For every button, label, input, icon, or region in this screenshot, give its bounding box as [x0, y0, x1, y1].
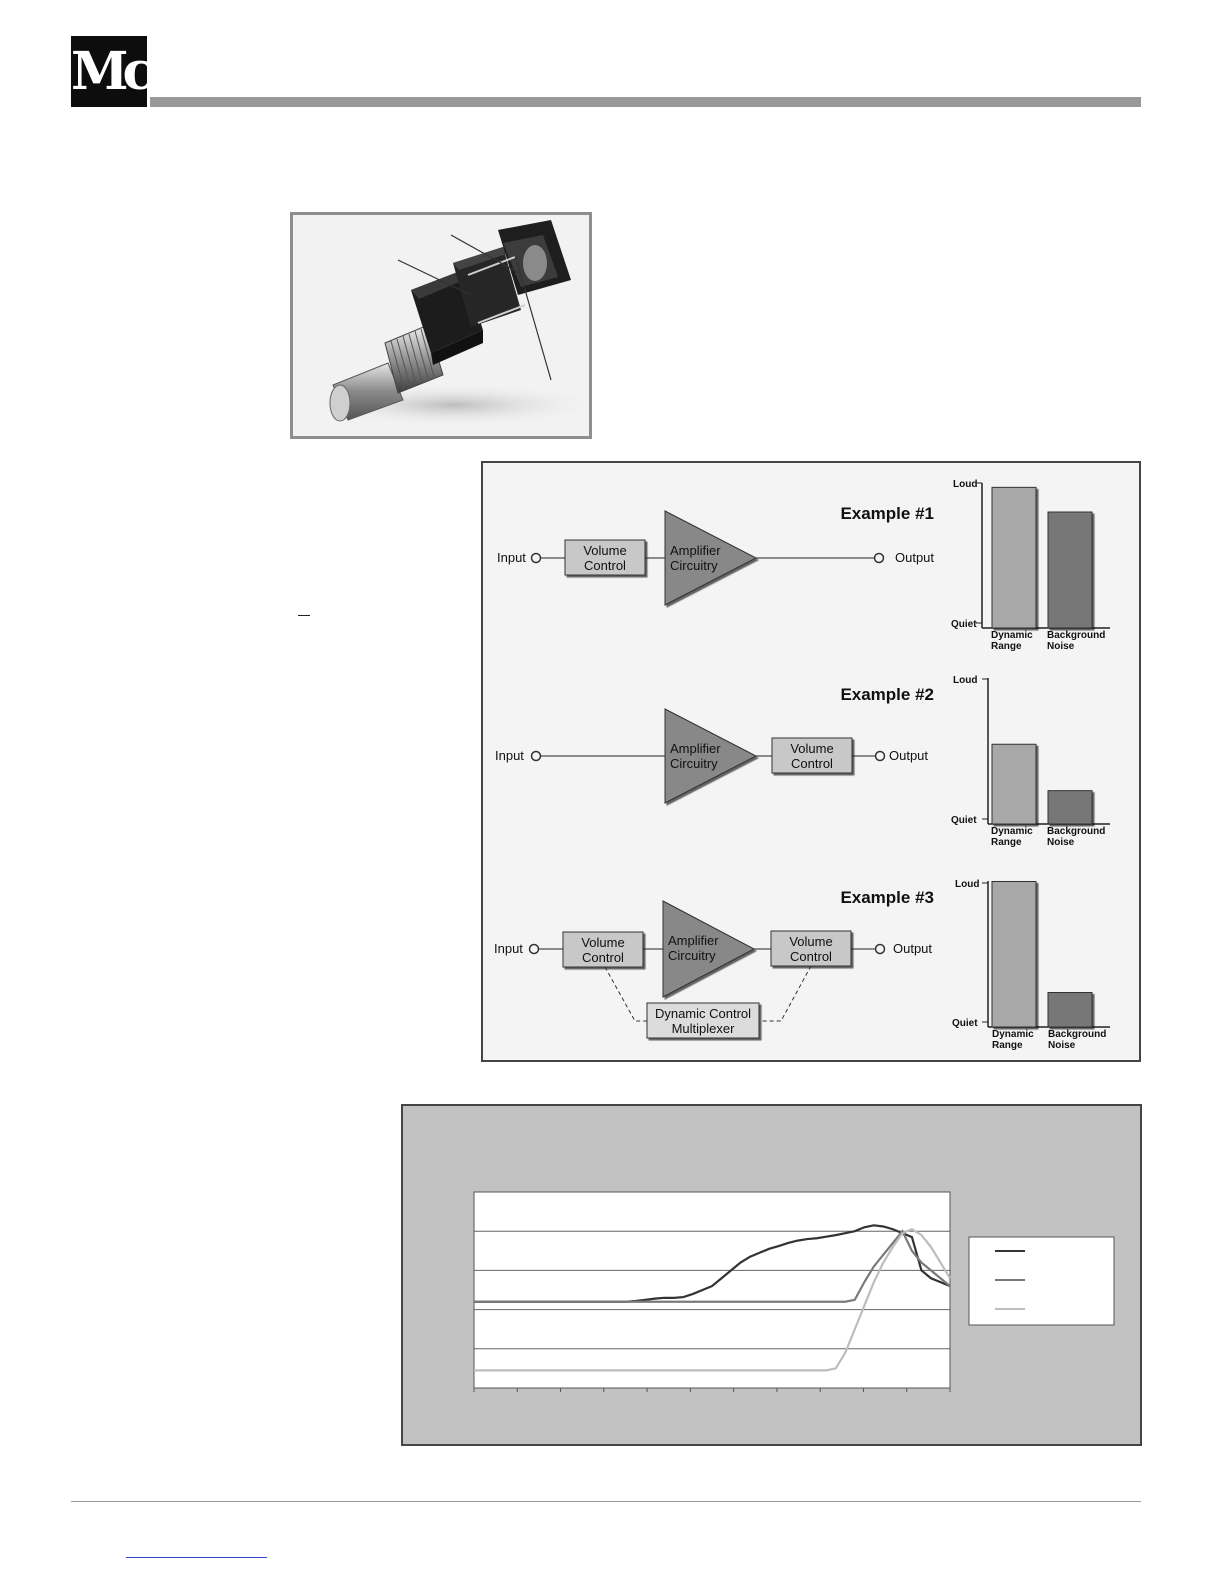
volume-control-illustration	[303, 220, 603, 427]
volume-tracking-chart-panel	[401, 1104, 1142, 1446]
x-axis-ticks	[473, 1388, 951, 1392]
example-1-title: Example #1	[840, 504, 934, 523]
example-1-loud-label: Loud	[953, 479, 977, 490]
series-line-2	[474, 1229, 951, 1303]
example-1-background-noise-bar	[1047, 511, 1093, 629]
logo-text: Mc	[71, 41, 154, 102]
example-1-input-jack	[530, 552, 542, 564]
example-2-loud-label: Loud	[953, 675, 977, 686]
example-3-volume-block-2	[770, 930, 852, 967]
example-2-background-noise-bar	[1047, 790, 1093, 825]
example-1-volume-block	[564, 539, 646, 576]
example-2-input-label: Input	[495, 748, 524, 763]
example-3-output-label: Output	[893, 941, 932, 956]
volume-tracking-line-chart	[473, 1191, 1115, 1392]
footer-rule	[71, 1501, 1141, 1502]
example-3-quiet-label: Quiet	[952, 1018, 978, 1029]
example-1-amplifier-triangle	[664, 510, 758, 606]
mcintosh-logo: Mc	[71, 36, 154, 107]
example-2-quiet-label: Quiet	[951, 815, 977, 826]
example-3-dynamic-range-bar	[991, 881, 1037, 1028]
example-2-output-jack	[874, 750, 886, 762]
example-3-background-noise-bar	[1047, 992, 1093, 1028]
example-3-output-jack	[874, 943, 886, 955]
volume-control-photo	[290, 212, 603, 439]
dash-mark	[298, 615, 310, 616]
example-2-title: Example #2	[840, 685, 934, 704]
footer-link-underline[interactable]	[126, 1557, 267, 1558]
example-3-input-jack	[528, 943, 540, 955]
plot-area	[473, 1191, 951, 1389]
legend-swatches	[995, 1250, 1025, 1310]
example-2-amplifier-triangle	[664, 708, 758, 804]
example-1-output-label: Output	[895, 550, 934, 565]
example-2-dynamic-range-bar	[991, 743, 1037, 825]
example-1-quiet-label: Quiet	[951, 619, 977, 630]
legend-box	[968, 1236, 1115, 1326]
example-1-output-jack	[873, 552, 885, 564]
example-3-amplifier-triangle	[662, 900, 756, 998]
example-2-input-jack	[530, 750, 542, 762]
series-lines	[474, 1224, 951, 1372]
header-bar	[150, 97, 1141, 107]
example-2-output-label: Output	[889, 748, 928, 763]
example-3-title: Example #3	[840, 888, 934, 907]
example-1-input-label: Input	[497, 550, 526, 565]
series-line-3	[474, 1228, 951, 1372]
example-3-input-label: Input	[494, 941, 523, 956]
example-3-loud-label: Loud	[955, 879, 979, 890]
example-2-volume-block	[771, 737, 853, 774]
example-1-dynamic-range-bar	[991, 486, 1037, 629]
example-3-multiplexer-block	[646, 1002, 760, 1039]
